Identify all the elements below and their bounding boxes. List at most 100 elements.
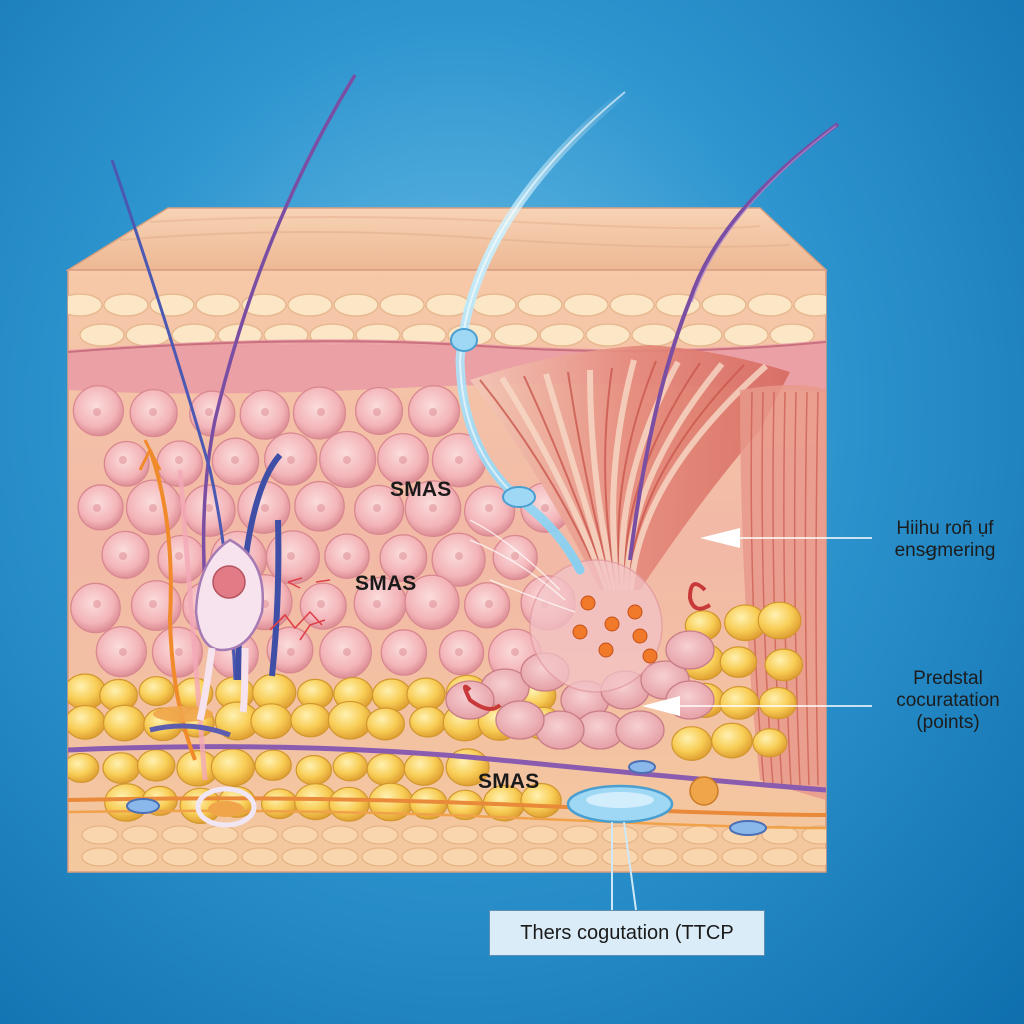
epidermis-cell [747,293,793,317]
subcutis-cell [241,847,279,867]
subcutis-cell [441,847,479,867]
coagulation-point [598,642,614,658]
subcutis-cell [721,847,759,867]
epidermis-cell [677,323,723,347]
subcutis-cell [321,825,359,845]
dermis-cell [70,582,121,634]
epidermis-cell [471,293,517,317]
dermis-cell [103,440,150,487]
beam-node [502,486,536,508]
subcutis-cell [361,825,399,845]
dermis-cell [157,534,206,584]
coagulation-point [642,648,658,664]
fat-cell [138,676,175,707]
fat-cell [210,748,255,787]
callout-middle-line-1: Predstal [913,668,983,689]
small-red-arrows [287,577,331,589]
fat-cell [327,700,373,740]
subcutis-cell [201,825,239,845]
callout-middle-line-3: (points) [916,712,980,733]
muscle-fiber [628,364,745,591]
red-capillaries [269,610,326,641]
fat-cell [757,601,802,640]
epidermis-cell [333,293,379,317]
subcutis-cell [601,825,639,845]
fat-cell [520,782,562,819]
coagulation-point [627,604,643,620]
muscle-fiber [618,360,681,591]
callout-arrow-middle [642,696,680,716]
subcutis-cell [321,847,359,867]
subcutis-cell [161,825,199,845]
smas-label-middle: SMAS [355,572,417,595]
blue-node [729,820,767,836]
muscle-fiber [623,362,725,591]
epidermis-cell [493,323,539,347]
subcutis-cell [361,847,399,867]
fat-cell [719,685,760,720]
subcutis-cell [681,847,719,867]
subcutis-cell [481,825,519,845]
vessel-hook [687,582,712,611]
smas-label-top: SMAS [390,478,452,501]
epidermis-cell [103,293,149,317]
coagulation-point [580,595,596,611]
fat-cell [711,722,753,759]
subcutis-cell [601,847,639,867]
epidermis-cell [701,293,747,317]
epidermis-cell [563,293,609,317]
muscle-fan [470,345,790,590]
subcutis-cell [81,825,119,845]
fat-cell [328,786,370,822]
vertical-fiber [783,391,792,786]
callout-upper-line-2: ensꞡmering [894,540,996,561]
epidermis-cell [125,323,171,347]
callout-bottom-box: Thers cogutation (TTCP [489,910,765,956]
gland-lobule [615,710,665,750]
epidermis-cell [517,293,563,317]
fat-cell [758,686,798,720]
epidermis-cell [793,293,826,317]
subcutis-cell [161,847,199,867]
gland-lobule [495,700,545,740]
subcutis-cell [761,847,799,867]
callout-middle-line-2: cocuratation [896,690,1000,711]
muscle-fiber [617,360,657,591]
subcutis-cell [201,847,239,867]
subcutis-cell [521,825,559,845]
muscle-fiber [628,363,768,591]
epidermis-cell [585,323,631,347]
epidermis-cell [609,293,655,317]
beam-node [450,328,478,352]
callout-upper-line-1: Hiihu roñ ụf [896,518,994,539]
subcutis-cell [641,825,679,845]
callout-arrow-upper [700,528,740,548]
vertical-fiber [815,391,819,786]
skin-surface-top [65,207,828,271]
nerve-left-purple [201,74,357,641]
fat-cell [102,704,146,742]
vertical-fiber [804,391,810,786]
fat-cell [403,751,444,786]
fat-cell [68,704,106,740]
subcutis-cell [121,847,159,867]
callout-upper-right: Hiihu roñ ụf ensꞡmering [880,518,1010,562]
coagulation-points [572,595,658,664]
nerve-left-pink [177,469,208,781]
lower-vessel-purple [68,744,826,793]
subcutis-cell [641,847,679,867]
fat-cell [671,726,713,761]
callout-line-bottom [611,821,637,911]
fat-cell [406,677,446,711]
coagulation-point [572,624,588,640]
fat-cell [295,754,333,786]
subcutis-cell [521,847,559,867]
subcutis-cell [681,825,719,845]
fat-cell [136,749,176,782]
fat-cell [752,728,788,758]
nerve-right-purple [628,122,840,561]
subcutis-cell [561,847,599,867]
subcutis-cell [401,847,439,867]
subcutis-cell [761,825,799,845]
